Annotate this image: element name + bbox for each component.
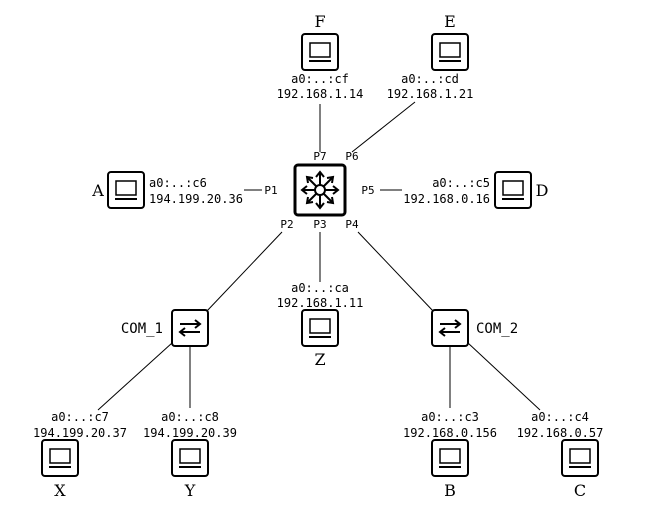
- host-D-ip: 192.168.0.16: [403, 192, 490, 206]
- host-F-ip: 192.168.1.14: [277, 87, 364, 101]
- host-C[interactable]: [561, 439, 599, 477]
- host-A-mac: a0:..:c6: [149, 176, 207, 190]
- computer-icon: [301, 33, 339, 71]
- host-B-mac: a0:..:c3: [421, 410, 479, 424]
- router-port-labels: P7 P6 P1 P5 P2 P3 P4: [264, 150, 374, 231]
- host-F[interactable]: [301, 33, 339, 71]
- link-router-com2: [357, 231, 435, 313]
- host-D-mac: a0:..:c5: [432, 176, 490, 190]
- computer-icon: [41, 439, 79, 477]
- host-Z[interactable]: [301, 309, 339, 347]
- switch-icon: [171, 309, 209, 347]
- router[interactable]: [293, 163, 347, 217]
- host-A-name: A: [91, 181, 104, 200]
- host-C-name: C: [574, 481, 586, 500]
- port-p5: P5: [361, 184, 374, 197]
- host-Y-ip: 194.199.20.39: [143, 426, 237, 440]
- host-X-mac: a0:..:c7: [51, 410, 109, 424]
- switch-com1-label: COM_1: [121, 321, 163, 337]
- switch-com1[interactable]: [171, 309, 209, 347]
- computer-icon: [431, 33, 469, 71]
- host-X[interactable]: [41, 439, 79, 477]
- host-A-ip: 194.199.20.36: [149, 192, 243, 206]
- link-router-E: [351, 101, 416, 153]
- host-E[interactable]: [431, 33, 469, 71]
- host-F-name: F: [314, 12, 325, 31]
- host-B-name: B: [444, 481, 456, 500]
- router-arrows-icon: [300, 170, 340, 210]
- host-Y[interactable]: [171, 439, 209, 477]
- host-F-mac: a0:..:cf: [291, 72, 349, 86]
- host-E-ip: 192.168.1.21: [387, 87, 474, 101]
- host-Y-name: Y: [184, 481, 196, 500]
- links: [97, 101, 541, 411]
- host-A[interactable]: [107, 171, 145, 209]
- host-E-mac: a0:..:cd: [401, 72, 459, 86]
- link-router-com1: [205, 231, 283, 313]
- port-p6: P6: [345, 150, 358, 163]
- computer-icon: [301, 309, 339, 347]
- host-C-mac: a0:..:c4: [531, 410, 589, 424]
- link-com2-C: [467, 342, 541, 411]
- host-E-name: E: [444, 12, 456, 31]
- computer-icon: [561, 439, 599, 477]
- host-B-ip: 192.168.0.156: [403, 426, 497, 440]
- host-B[interactable]: [431, 439, 469, 477]
- link-com1-X: [97, 342, 173, 411]
- port-p4: P4: [345, 218, 359, 231]
- switch-com2[interactable]: [431, 309, 469, 347]
- port-p2: P2: [280, 218, 293, 231]
- host-X-name: X: [54, 481, 66, 500]
- host-Z-ip: 192.168.1.11: [277, 296, 364, 310]
- switch-icon: [431, 309, 469, 347]
- port-p7: P7: [313, 150, 326, 163]
- host-Y-mac: a0:..:c8: [161, 410, 219, 424]
- host-D-name: D: [536, 181, 549, 200]
- computer-icon: [494, 171, 532, 209]
- host-D[interactable]: [494, 171, 532, 209]
- port-p1: P1: [264, 184, 277, 197]
- host-C-ip: 192.168.0.57: [517, 426, 604, 440]
- host-Z-name: Z: [314, 350, 325, 369]
- host-X-ip: 194.199.20.37: [33, 426, 127, 440]
- computer-icon: [171, 439, 209, 477]
- computer-icon: [107, 171, 145, 209]
- port-p3: P3: [313, 218, 326, 231]
- switch-com2-label: COM_2: [476, 321, 518, 337]
- computer-icon: [431, 439, 469, 477]
- host-Z-mac: a0:..:ca: [291, 281, 349, 295]
